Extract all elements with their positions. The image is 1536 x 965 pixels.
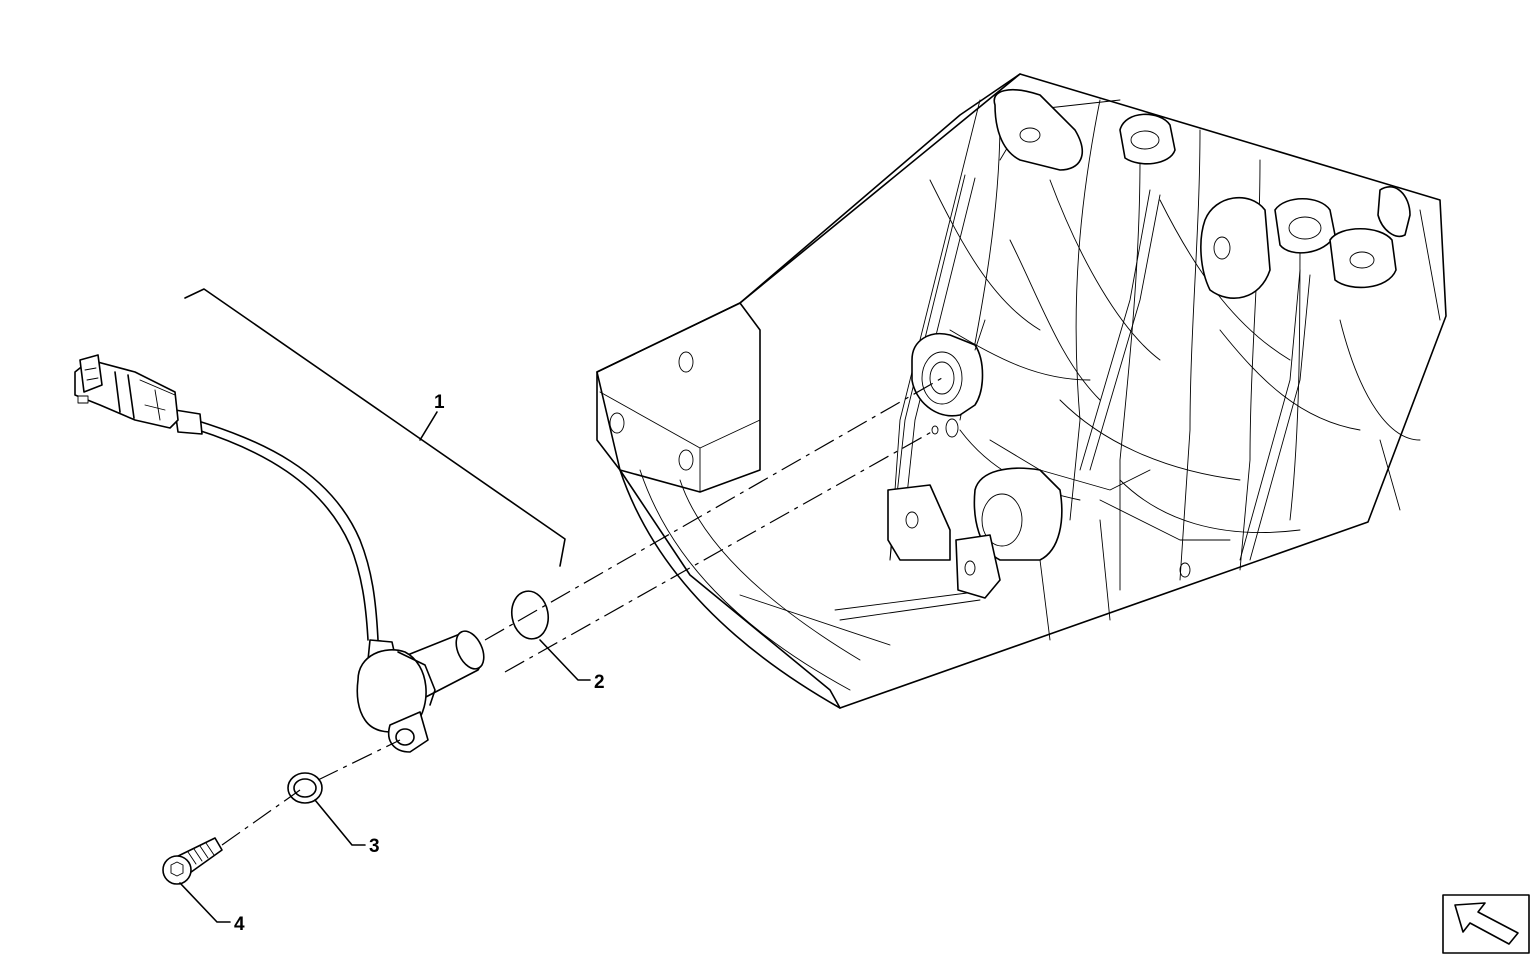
callout-1: 1 <box>434 392 445 413</box>
socket-head-bolt <box>162 837 223 885</box>
callout-labels: 1 2 3 4 <box>234 392 605 935</box>
washer <box>287 772 323 804</box>
assembly-axis-lines <box>221 377 943 846</box>
orientation-box <box>1442 894 1530 954</box>
callout-2: 2 <box>594 672 605 693</box>
electrical-connector <box>74 354 179 429</box>
engine-housing <box>596 73 1447 709</box>
arrow-up-left-icon <box>1454 902 1519 945</box>
callout-3: 3 <box>369 836 380 857</box>
assembly-bracket-item-1 <box>184 288 566 567</box>
speed-sensor <box>74 354 485 753</box>
leader-lines <box>179 411 591 923</box>
callout-4: 4 <box>234 914 245 935</box>
o-ring-seal <box>510 590 550 640</box>
